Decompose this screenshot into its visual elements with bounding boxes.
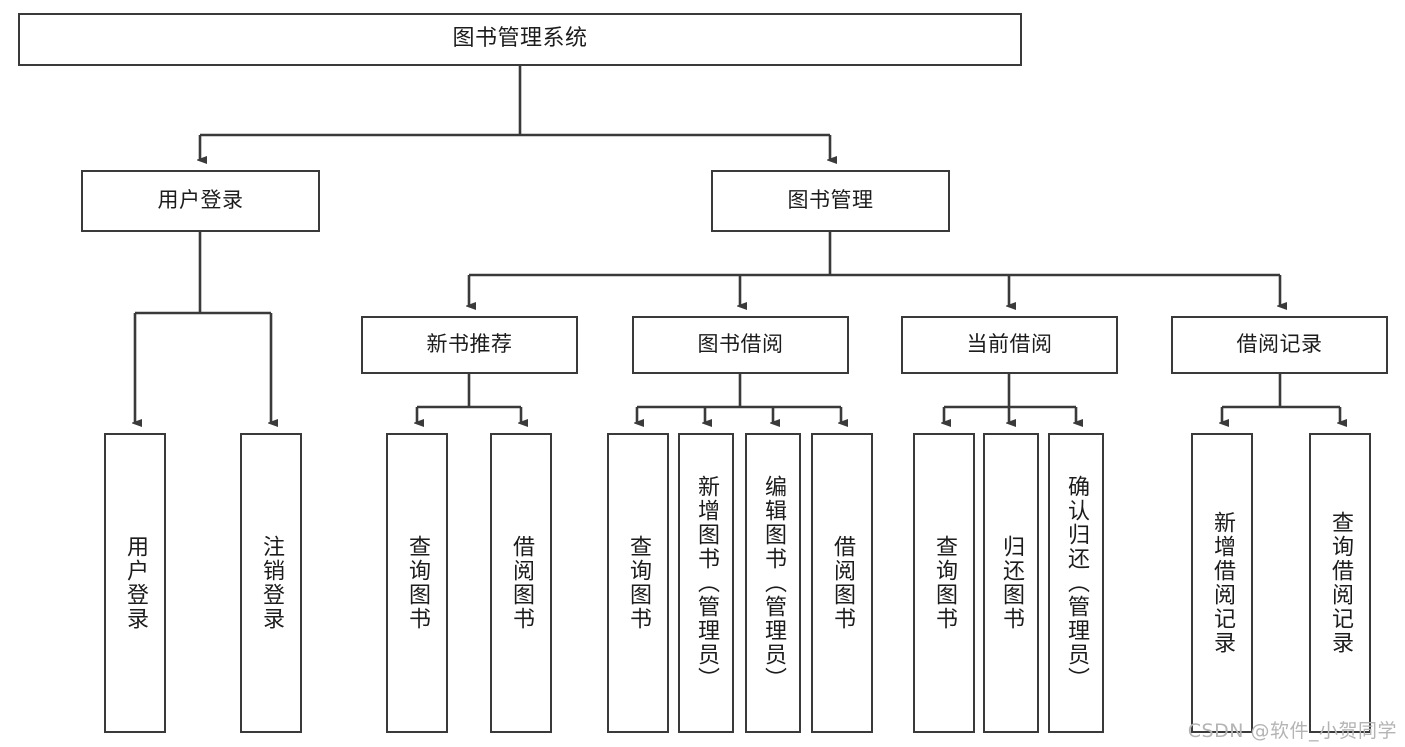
leaf-recommend-borrow-book[interactable]: 借阅图书 [490, 433, 552, 733]
leaf-current-query-book[interactable]: 查询图书 [913, 433, 975, 733]
node-book-borrow[interactable]: 图书借阅 [632, 316, 849, 374]
node-label: 确认归还（管理员） [1063, 475, 1089, 691]
node-label: 查询借阅记录 [1327, 511, 1353, 655]
leaf-record-query-record[interactable]: 查询借阅记录 [1309, 433, 1371, 733]
node-label: 新增借阅记录 [1209, 511, 1235, 655]
node-root-system[interactable]: 图书管理系统 [18, 13, 1022, 66]
leaf-current-return-book[interactable]: 归还图书 [983, 433, 1039, 733]
leaf-borrow-borrow-book[interactable]: 借阅图书 [811, 433, 873, 733]
leaf-record-add-record[interactable]: 新增借阅记录 [1191, 433, 1253, 733]
node-label: 编辑图书（管理员） [760, 475, 786, 691]
node-label: 用户登录 [122, 535, 148, 631]
leaf-current-confirm-return-admin[interactable]: 确认归还（管理员） [1048, 433, 1104, 733]
node-label: 当前借阅 [966, 332, 1053, 357]
node-borrow-record[interactable]: 借阅记录 [1171, 316, 1388, 374]
node-book-management[interactable]: 图书管理 [711, 170, 950, 232]
node-label: 图书借阅 [697, 332, 784, 357]
csdn-watermark: CSDN @软件_小贺同学 [1187, 720, 1397, 742]
node-label: 借阅图书 [508, 535, 534, 631]
node-label: 注销登录 [258, 535, 284, 631]
leaf-user-login-logout[interactable]: 注销登录 [240, 433, 302, 733]
node-label: 图书管理系统 [452, 26, 588, 52]
leaf-recommend-query-book[interactable]: 查询图书 [386, 433, 448, 733]
node-label: 查询图书 [625, 535, 651, 631]
node-label: 查询图书 [931, 535, 957, 631]
node-label: 借阅记录 [1236, 332, 1323, 357]
node-label: 图书管理 [787, 188, 874, 213]
leaf-user-login-login[interactable]: 用户登录 [104, 433, 166, 733]
node-current-borrow[interactable]: 当前借阅 [901, 316, 1118, 374]
leaf-borrow-edit-book-admin[interactable]: 编辑图书（管理员） [745, 433, 801, 733]
leaf-borrow-add-book-admin[interactable]: 新增图书（管理员） [678, 433, 734, 733]
node-user-login[interactable]: 用户登录 [81, 170, 320, 232]
node-label: 归还图书 [998, 535, 1024, 631]
node-label: 借阅图书 [829, 535, 855, 631]
node-label: 用户登录 [157, 188, 244, 213]
node-label: 新增图书（管理员） [693, 475, 719, 691]
leaf-borrow-query-book[interactable]: 查询图书 [607, 433, 669, 733]
node-new-book-recommend[interactable]: 新书推荐 [361, 316, 578, 374]
node-label: 新书推荐 [426, 332, 513, 357]
node-label: 查询图书 [404, 535, 430, 631]
